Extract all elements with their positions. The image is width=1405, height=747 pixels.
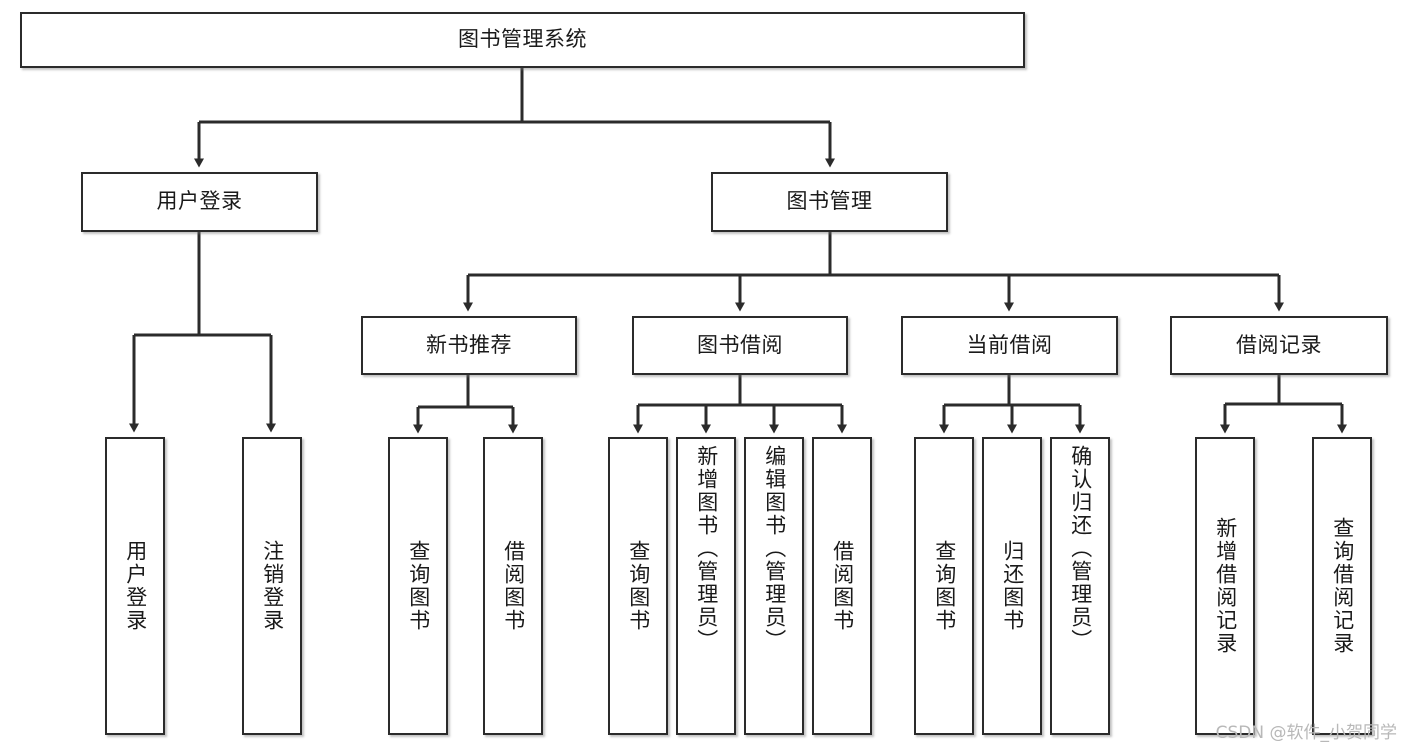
node-leaf-borrow-book-rec-label: 借阅图书 xyxy=(501,540,526,632)
node-leaf-borrow-book[interactable]: 借阅图书 xyxy=(812,437,872,735)
node-borrow-record[interactable]: 借阅记录 xyxy=(1170,316,1388,375)
node-leaf-confirm-return-label: 确认归还（管理员） xyxy=(1068,445,1093,652)
node-user-login-label: 用户登录 xyxy=(156,189,243,214)
node-book-borrow[interactable]: 图书借阅 xyxy=(632,316,848,375)
node-current-borrow-label: 当前借阅 xyxy=(966,332,1053,357)
node-leaf-query-book-rec-label: 查询图书 xyxy=(406,540,431,632)
node-book-manage[interactable]: 图书管理 xyxy=(711,172,948,232)
node-leaf-return-book-label: 归还图书 xyxy=(1000,540,1025,632)
node-leaf-query-book-borrow-label: 查询图书 xyxy=(626,540,651,632)
node-leaf-query-book-borrow[interactable]: 查询图书 xyxy=(608,437,668,735)
node-leaf-query-book-rec[interactable]: 查询图书 xyxy=(388,437,448,735)
node-root-label: 图书管理系统 xyxy=(458,27,587,52)
node-leaf-borrow-book-label: 借阅图书 xyxy=(830,540,855,632)
node-leaf-query-book-cur-label: 查询图书 xyxy=(932,540,957,632)
node-leaf-borrow-book-rec[interactable]: 借阅图书 xyxy=(483,437,543,735)
node-leaf-edit-book-label: 编辑图书（管理员） xyxy=(762,445,787,652)
node-leaf-edit-book[interactable]: 编辑图书（管理员） xyxy=(744,437,804,735)
node-leaf-query-record[interactable]: 查询借阅记录 xyxy=(1312,437,1372,735)
node-leaf-confirm-return[interactable]: 确认归还（管理员） xyxy=(1050,437,1110,735)
node-leaf-add-record-label: 新增借阅记录 xyxy=(1213,517,1238,655)
node-book-borrow-label: 图书借阅 xyxy=(697,332,783,357)
node-borrow-record-label: 借阅记录 xyxy=(1236,332,1322,357)
node-leaf-add-book[interactable]: 新增图书（管理员） xyxy=(676,437,736,735)
node-leaf-return-book[interactable]: 归还图书 xyxy=(982,437,1042,735)
node-new-book-recommend-label: 新书推荐 xyxy=(426,332,512,357)
node-user-login[interactable]: 用户登录 xyxy=(81,172,318,232)
node-leaf-query-record-label: 查询借阅记录 xyxy=(1330,517,1355,655)
node-book-manage-label: 图书管理 xyxy=(786,189,873,214)
node-leaf-user-login[interactable]: 用户登录 xyxy=(105,437,165,735)
node-leaf-add-book-label: 新增图书（管理员） xyxy=(694,445,719,652)
watermark: CSDN @软件_小贺同学 xyxy=(1215,723,1397,743)
node-current-borrow[interactable]: 当前借阅 xyxy=(901,316,1118,375)
node-leaf-logout-label: 注销登录 xyxy=(260,540,285,632)
node-root[interactable]: 图书管理系统 xyxy=(20,12,1025,68)
node-new-book-recommend[interactable]: 新书推荐 xyxy=(361,316,577,375)
node-leaf-logout[interactable]: 注销登录 xyxy=(242,437,302,735)
node-leaf-query-book-cur[interactable]: 查询图书 xyxy=(914,437,974,735)
node-leaf-user-login-label: 用户登录 xyxy=(123,540,148,632)
node-leaf-add-record[interactable]: 新增借阅记录 xyxy=(1195,437,1255,735)
